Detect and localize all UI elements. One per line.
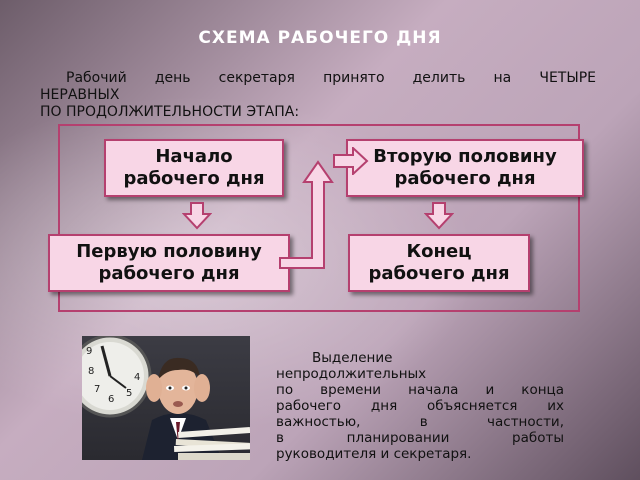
arrow-down-icon: [182, 202, 212, 230]
clock-number-6: 6: [108, 394, 114, 405]
stage-end-line1: Конец: [406, 241, 472, 262]
stage-start-line2: рабочего дня: [123, 168, 265, 189]
side-line-6: в планировании работы: [276, 430, 564, 446]
side-line-4: рабочего дня объясняется их: [276, 398, 564, 414]
clock-number-4: 4: [134, 372, 140, 383]
arrow-down-icon: [424, 202, 454, 230]
intro-line-2: НЕРАВНЫХ: [40, 87, 120, 103]
side-line-2: непродолжительных: [276, 366, 427, 382]
clock-number-9: 9: [86, 346, 92, 357]
stage-start-box: Начало рабочего дня: [104, 139, 284, 197]
stage-start-line1: Начало: [155, 146, 233, 167]
stage-first-half-line1: Первую половину: [76, 241, 262, 262]
schema-frame: [58, 124, 580, 312]
intro-text: Рабочий день секретаря принято делить на…: [40, 70, 596, 121]
intro-line-1: Рабочий день секретаря принято делить на…: [66, 70, 596, 86]
clock-number-8: 8: [88, 366, 94, 377]
side-line-5: важностью, в частности,: [276, 414, 564, 430]
side-line-7: руководителя и секретаря.: [276, 446, 472, 462]
clock-number-5: 5: [126, 388, 132, 399]
stage-second-half-box: Вторую половину рабочего дня: [346, 139, 584, 197]
arrow-right-icon: [333, 147, 369, 175]
stage-second-half-line2: рабочего дня: [394, 168, 536, 189]
side-line-3: по времени начала и конца: [276, 382, 564, 398]
stage-second-half-line1: Вторую половину: [373, 146, 557, 167]
page-title: СХЕМА РАБОЧЕГО ДНЯ: [198, 28, 442, 48]
stage-end-box: Конец рабочего дня: [348, 234, 530, 292]
clock-number-7: 7: [94, 384, 100, 395]
side-text: Выделение непродолжительных по времени н…: [276, 350, 564, 462]
stressed-man-photo: 9 8 7 6 4 5: [82, 336, 250, 460]
stage-first-half-line2: рабочего дня: [98, 263, 240, 284]
side-line-1: Выделение: [312, 350, 393, 366]
intro-line-3: ПО ПРОДОЛЖИТЕЛЬНОСТИ ЭТАПА:: [40, 104, 300, 120]
stage-first-half-box: Первую половину рабочего дня: [48, 234, 290, 292]
arrow-up-bent-icon: [279, 160, 334, 269]
stage-end-line2: рабочего дня: [368, 263, 510, 284]
